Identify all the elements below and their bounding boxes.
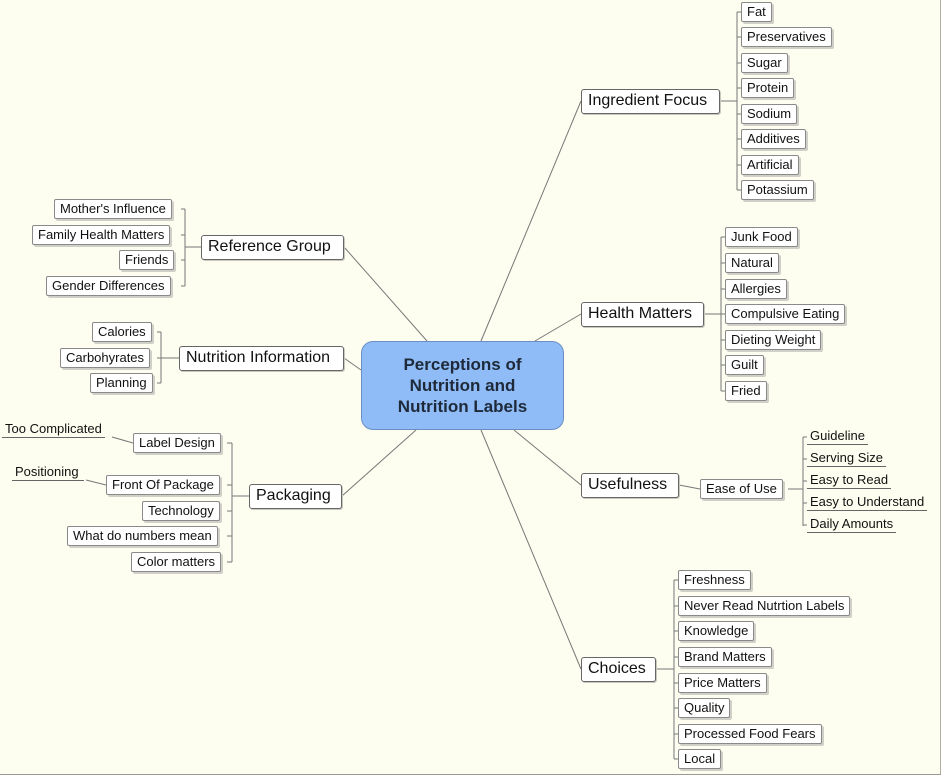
central-topic[interactable]: Perceptions of Nutrition and Nutrition L… [361, 341, 564, 430]
connector-line [343, 246, 428, 342]
subtopic-color-matters[interactable]: Color matters [131, 552, 222, 572]
subtopic-calories[interactable]: Calories [92, 322, 152, 342]
detail-guideline[interactable]: Guideline [807, 428, 868, 445]
subtopic-additives[interactable]: Additives [741, 129, 806, 149]
subtopic-allergies[interactable]: Allergies [725, 279, 787, 299]
subtopic-sodium[interactable]: Sodium [741, 104, 798, 124]
connector-line [480, 100, 582, 342]
connector-line [85, 479, 107, 486]
subtopic-technology[interactable]: Technology [142, 501, 220, 521]
subtopic-quality[interactable]: Quality [678, 698, 731, 718]
subtopic-brand-matters[interactable]: Brand Matters [678, 647, 772, 667]
connector-line [480, 429, 582, 670]
topic-nutrition-information[interactable]: Nutrition Information [179, 346, 344, 371]
subtopic-knowledge[interactable]: Knowledge [678, 621, 755, 641]
connector-line [111, 436, 134, 444]
connector-line [513, 429, 582, 486]
subtopic-dieting-weight[interactable]: Dieting Weight [725, 330, 822, 350]
subtopic-freshness[interactable]: Freshness [678, 570, 751, 590]
subtopic-potassium[interactable]: Potassium [741, 180, 814, 200]
subtopic-what-do-numbers-mean[interactable]: What do numbers mean [67, 526, 218, 546]
topic-packaging[interactable]: Packaging [249, 484, 342, 509]
topic-health-matters[interactable]: Health Matters [581, 302, 704, 327]
central-topic-label: Perceptions of Nutrition and Nutrition L… [397, 355, 528, 416]
subtopic-junk-food[interactable]: Junk Food [725, 227, 798, 247]
detail-easy-to-read[interactable]: Easy to Read [807, 472, 892, 489]
connector-line [341, 429, 417, 497]
subtopic-local[interactable]: Local [678, 749, 722, 769]
connector-line [678, 484, 701, 490]
subtopic-sugar[interactable]: Sugar [741, 53, 788, 73]
subtopic-compulsive-eating[interactable]: Compulsive Eating [725, 304, 846, 324]
subtopic-artificial[interactable]: Artificial [741, 155, 799, 175]
subtopic-guilt[interactable]: Guilt [725, 355, 764, 375]
subtopic-ease-of-use[interactable]: Ease of Use [700, 479, 783, 499]
subtopic-family-health-matters[interactable]: Family Health Matters [32, 225, 171, 245]
subtopic-friends[interactable]: Friends [119, 250, 175, 270]
subtopic-planning[interactable]: Planning [90, 373, 153, 393]
subtopic-fried[interactable]: Fried [725, 381, 767, 401]
subtopic-never-read-nutrition-labels[interactable]: Never Read Nutrtion Labels [678, 596, 851, 616]
subtopic-processed-food-fears[interactable]: Processed Food Fears [678, 724, 822, 744]
detail-too-complicated[interactable]: Too Complicated [2, 421, 105, 438]
subtopic-protein[interactable]: Protein [741, 78, 795, 98]
subtopic-fat[interactable]: Fat [741, 2, 772, 22]
subtopic-front-of-package[interactable]: Front Of Package [106, 475, 220, 495]
subtopic-natural[interactable]: Natural [725, 253, 779, 273]
connector-line [534, 313, 582, 342]
topic-ingredient-focus[interactable]: Ingredient Focus [581, 89, 720, 114]
detail-positioning[interactable]: Positioning [12, 464, 84, 481]
topic-reference-group[interactable]: Reference Group [201, 235, 344, 260]
detail-daily-amounts[interactable]: Daily Amounts [807, 516, 897, 533]
subtopic-mothers-influence[interactable]: Mother's Influence [54, 199, 172, 219]
subtopic-label-design[interactable]: Label Design [133, 433, 221, 453]
subtopic-price-matters[interactable]: Price Matters [678, 673, 767, 693]
subtopic-gender-differences[interactable]: Gender Differences [46, 276, 171, 296]
subtopic-carbohydrates[interactable]: Carbohyrates [60, 348, 151, 368]
detail-easy-to-understand[interactable]: Easy to Understand [807, 494, 928, 511]
connector-line [343, 357, 362, 371]
topic-choices[interactable]: Choices [581, 657, 656, 682]
subtopic-preservatives[interactable]: Preservatives [741, 27, 832, 47]
detail-serving-size[interactable]: Serving Size [807, 450, 886, 467]
topic-usefulness[interactable]: Usefulness [581, 473, 679, 498]
